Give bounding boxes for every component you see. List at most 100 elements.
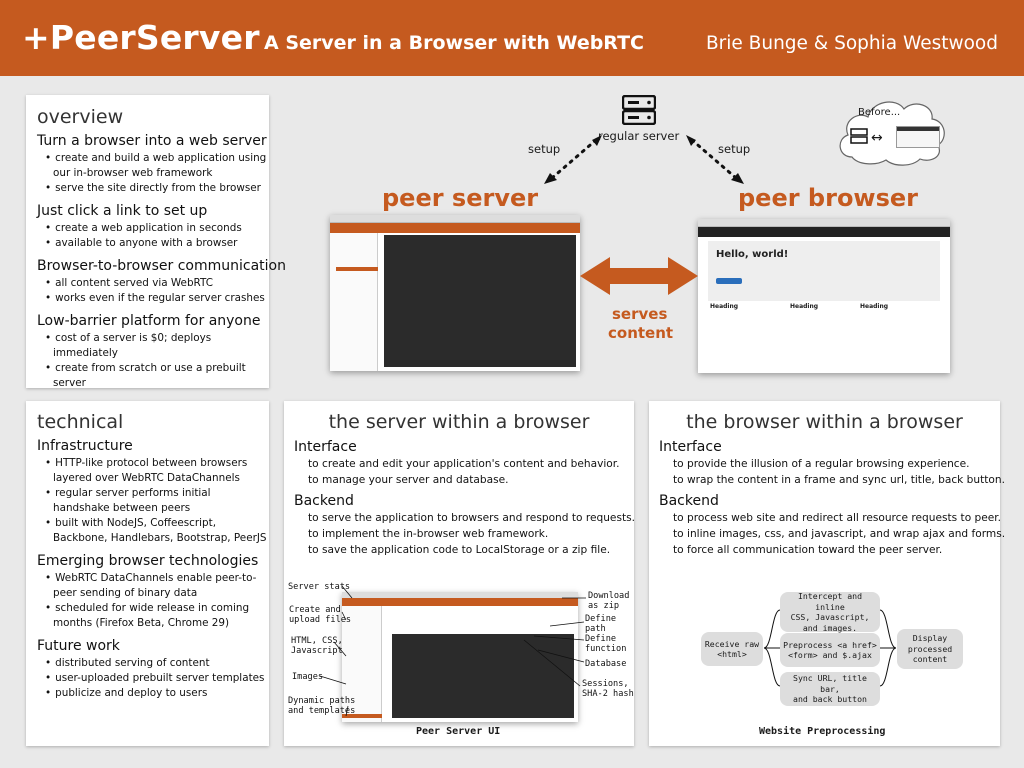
technical-section: Future work distributed serving of conte…	[37, 638, 269, 701]
bullet: all content served via WebRTC	[37, 276, 269, 291]
server-icon	[621, 94, 657, 126]
callout-define-function-line1: Define	[585, 634, 617, 644]
bullet: HTTP-like protocol between browsers laye…	[37, 456, 269, 486]
peer-browser-label: peer browser	[738, 184, 918, 212]
section-heading: Emerging browser technologies	[37, 553, 259, 569]
bullet: publicize and deploy to users	[37, 686, 269, 701]
bullet: user-uploaded prebuilt server templates	[37, 671, 269, 686]
bullet: available to anyone with a browser	[37, 236, 269, 251]
section-heading: Future work	[37, 638, 120, 654]
flow-text: Sync URL, title bar,	[793, 673, 867, 694]
interface-line: to create and edit your application's co…	[308, 458, 620, 470]
backend-line: to force all communication toward the pe…	[673, 544, 943, 556]
setup-label-left: setup	[528, 142, 561, 156]
section-heading: Infrastructure	[37, 438, 133, 454]
hello-heading: Hello, world!	[716, 249, 789, 260]
interface-heading: Interface	[294, 439, 357, 455]
col-heading: Heading	[860, 303, 889, 310]
overview-section: Browser-to-browser communication all con…	[37, 258, 286, 306]
poster-authors: Brie Bunge & Sophia Westwood	[705, 33, 998, 54]
backend-heading: Backend	[659, 493, 719, 509]
bullet: works even if the regular server crashes	[37, 291, 269, 306]
col-heading: Heading	[790, 303, 819, 310]
interface-line: to provide the illusion of a regular bro…	[673, 458, 970, 470]
flow-text: <html>	[717, 649, 747, 659]
overview-section: Turn a browser into a web server create …	[37, 133, 269, 196]
backend-line: to implement the in-browser web framewor…	[308, 528, 549, 540]
peer-server-ui-caption: Peer Server UI	[416, 726, 501, 737]
bullet: built with NodeJS, Coffeescript, Backbon…	[37, 516, 269, 546]
bullet: serve the site directly from the browser	[37, 181, 269, 196]
flow-text: processed	[907, 643, 953, 654]
callout-dynamic-line1: Dynamic paths	[288, 696, 356, 706]
website-preprocessing-caption: Website Preprocessing	[759, 726, 886, 737]
bullet: create a web application in seconds	[37, 221, 269, 236]
callout-create-upload-line2: upload files	[289, 615, 352, 625]
regular-server-label: regular server	[598, 129, 680, 143]
technical-section: Infrastructure HTTP-like protocol betwee…	[37, 438, 269, 546]
flow-preprocess-box: Preprocess <a href><form> and $.ajax	[780, 633, 880, 667]
mini-double-arrow-icon: ↔	[871, 130, 883, 146]
flow-text: and images.	[802, 622, 858, 633]
overview-title: overview	[37, 106, 124, 128]
section-heading: Browser-to-browser communication	[37, 258, 286, 274]
flow-text: CSS, Javascript,	[790, 612, 870, 622]
flow-text: content	[912, 654, 948, 665]
technical-title: technical	[37, 411, 124, 433]
flow-receive-box: Receive raw<html>	[701, 632, 763, 666]
interface-line: to manage your server and database.	[308, 474, 509, 486]
double-arrow-icon	[580, 256, 698, 296]
bullet: distributed serving of content	[37, 656, 269, 671]
technical-panel: technical Infrastructure HTTP-like proto…	[26, 401, 269, 746]
poster-header: +PeerServer A Server in a Browser with W…	[0, 0, 1024, 76]
interface-heading: Interface	[659, 439, 722, 455]
peer-browser-screenshot: Hello, world! Heading Heading Heading	[698, 219, 950, 373]
backend-line: to save the application code to LocalSto…	[308, 544, 611, 556]
callout-sessions-line1: Sessions,	[582, 679, 629, 689]
callout-images: Images	[292, 672, 324, 682]
serves-label: serves	[612, 305, 668, 323]
callout-define-path-line1: Define	[585, 614, 617, 624]
section-heading: Turn a browser into a web server	[37, 133, 267, 149]
col-heading: Heading	[710, 303, 739, 310]
callout-html-css-line1: HTML, CSS,	[291, 636, 343, 646]
setup-label-right: setup	[718, 142, 751, 156]
technical-section: Emerging browser technologies WebRTC Dat…	[37, 553, 269, 631]
backend-line: to serve the application to browsers and…	[308, 512, 636, 524]
before-cloud: Before... ↔	[834, 93, 950, 169]
interface-line: to wrap the content in a frame and sync …	[673, 474, 1005, 486]
bullet: regular server performs initial handshak…	[37, 486, 269, 516]
bullet: scheduled for wide release in coming mon…	[37, 601, 269, 631]
section-heading: Low-barrier platform for anyone	[37, 313, 261, 329]
flow-text: Display	[912, 633, 948, 644]
flow-text: and back button	[793, 694, 867, 705]
browser-within-title: the browser within a browser	[686, 411, 963, 433]
callout-leader-lines	[319, 585, 586, 717]
bullet: cost of a server is $0; deploys immediat…	[37, 331, 269, 361]
poster-subtitle: A Server in a Browser with WebRTC	[264, 32, 644, 54]
peer-server-screenshot	[330, 215, 580, 371]
before-label: Before...	[858, 107, 901, 118]
flow-text: Receive raw	[704, 638, 760, 649]
callout-database: Database	[585, 659, 627, 669]
flow-connectors	[763, 609, 897, 687]
backend-line: to process web site and redirect all res…	[673, 512, 1002, 524]
peer-server-ui-screenshot	[342, 592, 578, 722]
mini-browser-thumbnail	[896, 126, 940, 148]
bullet: create and build a web application using…	[37, 151, 269, 181]
overview-section: Low-barrier platform for anyone cost of …	[37, 313, 269, 391]
callout-server-stats: Server stats	[288, 582, 351, 592]
callout-download-line1: Download	[588, 591, 630, 601]
mini-server-icon	[850, 128, 868, 144]
callout-dynamic-line2: and templates	[288, 706, 356, 716]
setup-arrows	[544, 135, 744, 184]
server-within-title: the server within a browser	[328, 411, 590, 433]
callout-define-path-line2: path	[585, 624, 606, 634]
callout-download-line2: as zip	[588, 601, 620, 611]
flow-text: Intercept and inline	[797, 591, 863, 612]
backend-heading: Backend	[294, 493, 354, 509]
peer-server-label: peer server	[382, 184, 539, 212]
callout-html-css-line2: Javascript	[291, 646, 343, 656]
